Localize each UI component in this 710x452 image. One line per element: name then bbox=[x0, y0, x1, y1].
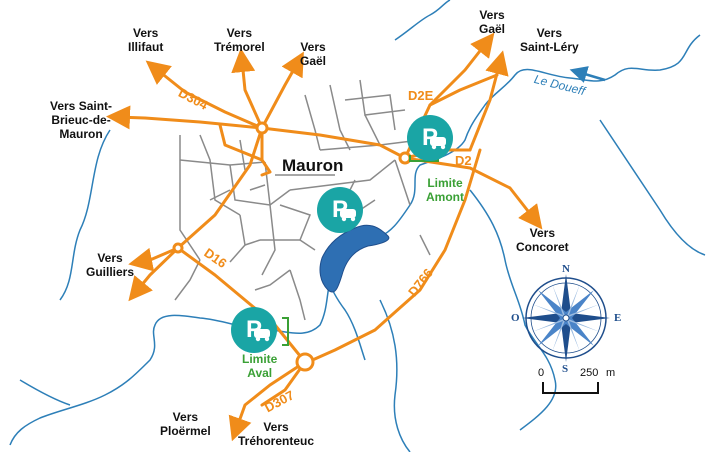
road-label-d2e: D2E bbox=[408, 88, 434, 103]
compass-south: S bbox=[562, 363, 569, 375]
stream-east bbox=[469, 189, 557, 431]
parking-car-icon: P bbox=[407, 115, 453, 161]
destination-saint-brieuc: Vers Saint- Brieuc-de- Mauron bbox=[50, 99, 113, 141]
parking-car-icon: P bbox=[317, 187, 363, 233]
road-guilliers-west bbox=[128, 246, 180, 302]
compass-east: E bbox=[614, 312, 622, 324]
road-gael-north bbox=[428, 32, 495, 107]
road-concoret bbox=[403, 156, 543, 230]
road-gael-west bbox=[260, 51, 304, 130]
roundabout-north bbox=[255, 121, 269, 135]
scale-unit: m bbox=[606, 367, 616, 379]
roundabout-south bbox=[295, 352, 315, 372]
town-label: Mauron bbox=[282, 156, 344, 175]
streets bbox=[174, 79, 431, 321]
road-center-bypass bbox=[218, 123, 264, 162]
scale-zero: 0 bbox=[538, 367, 545, 379]
destination-saint-lery: Vers Saint-Léry bbox=[520, 26, 579, 54]
destination-gael-west: Vers Gaël bbox=[300, 40, 327, 68]
destination-guilliers: Vers Guilliers bbox=[86, 251, 135, 279]
compass-north: N bbox=[562, 263, 570, 275]
road-ploermel-link bbox=[176, 246, 307, 364]
road-illifaut bbox=[145, 60, 264, 130]
limit-aval-marker bbox=[282, 317, 289, 346]
stream-nw bbox=[59, 129, 111, 301]
rivers bbox=[9, 0, 706, 452]
destination-concoret: Vers Concoret bbox=[516, 226, 569, 254]
road-ploermel bbox=[228, 360, 307, 442]
road-d16 bbox=[128, 126, 264, 272]
road-label-d2: D2 bbox=[455, 153, 472, 168]
stream-south bbox=[379, 299, 411, 452]
destination-trehorenteuc: Vers Tréhorenteuc bbox=[238, 420, 315, 448]
lake bbox=[319, 224, 390, 293]
roundabout-west bbox=[172, 242, 184, 254]
roundabout-d2 bbox=[398, 151, 412, 165]
road-saint-lery bbox=[468, 50, 509, 152]
limit-aval-label: Limite Aval bbox=[242, 352, 278, 380]
limit-amont-label: Limite Amont bbox=[426, 176, 464, 204]
destination-tremorel: Vers Trémorel bbox=[214, 26, 265, 54]
road-tremorel bbox=[231, 48, 264, 130]
scale-bar bbox=[542, 382, 599, 394]
destination-ploermel: Vers Ploërmel bbox=[160, 410, 211, 438]
scale-value: 250 bbox=[580, 367, 599, 379]
road-saint-brieuc bbox=[106, 105, 264, 130]
road-d766 bbox=[306, 148, 482, 364]
destination-illifaut: Vers Illifaut bbox=[128, 26, 164, 54]
compass-rose-icon bbox=[522, 274, 610, 362]
destination-gael-north: Vers Gaël bbox=[479, 8, 506, 36]
stream-north bbox=[394, 0, 451, 41]
stream-far-east bbox=[599, 119, 706, 256]
compass-west: O bbox=[511, 312, 520, 324]
road-trehorenteuc bbox=[260, 360, 307, 407]
parking-car-icon: P bbox=[231, 307, 277, 353]
river-arrow bbox=[569, 66, 606, 83]
road-center-ring bbox=[260, 126, 272, 177]
stream-sw bbox=[19, 379, 71, 406]
